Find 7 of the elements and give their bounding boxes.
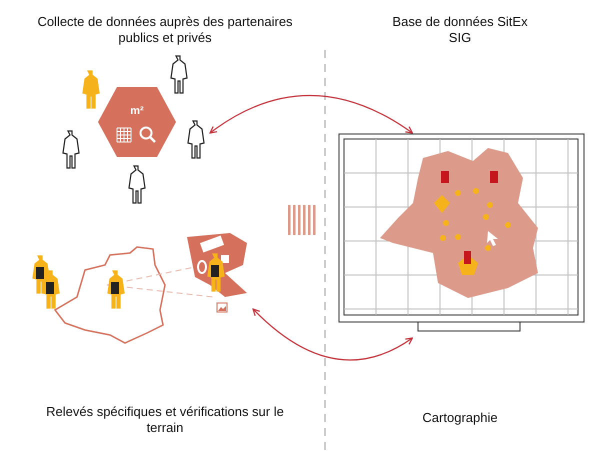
unit-label: m² (130, 105, 144, 117)
curved-arrow (252, 308, 413, 361)
curved-arrow (209, 94, 413, 134)
section-heading: Base de données SitEx SIG (391, 14, 529, 46)
section-heading: Relevés spécifiques et vérifications sur le terrain (45, 404, 285, 436)
section-heading: Cartographie (421, 410, 499, 426)
section-heading: Collecte de données auprès des partenaires publics et privés (36, 14, 294, 46)
